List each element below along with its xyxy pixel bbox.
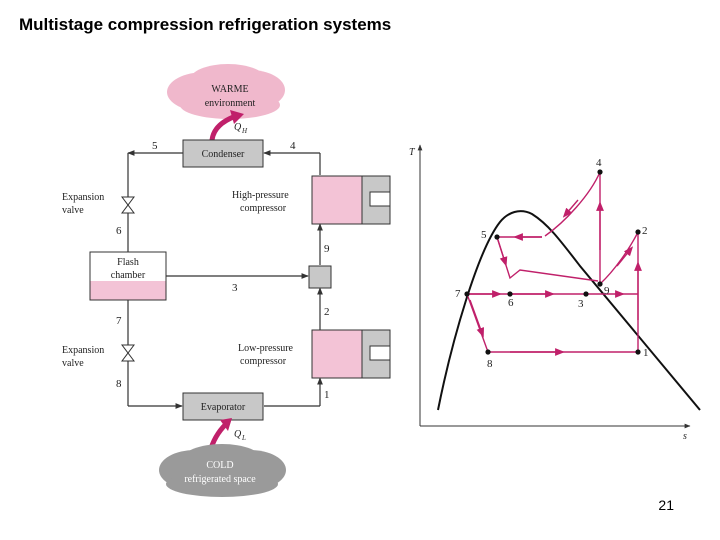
point-4 bbox=[597, 169, 603, 175]
mixing-chamber bbox=[308, 265, 332, 289]
state-5-label: 5 bbox=[152, 140, 158, 152]
point-4-label: 4 bbox=[596, 157, 602, 169]
state-4-label: 4 bbox=[290, 140, 296, 152]
state-6-label: 6 bbox=[116, 225, 122, 237]
state-8-label: 8 bbox=[116, 378, 122, 390]
point-8 bbox=[485, 349, 491, 355]
state-3-label: 3 bbox=[232, 282, 238, 294]
expansion-valve-bottom-label-1: Expansion bbox=[62, 345, 104, 356]
expansion-valve-top-label-1: Expansion bbox=[62, 192, 104, 203]
point-1 bbox=[635, 349, 641, 355]
condenser-label: Condenser bbox=[202, 149, 245, 160]
point-9-label: 9 bbox=[604, 285, 610, 297]
expansion-valve-bottom-label-2: valve bbox=[62, 358, 84, 369]
hp-compressor-label-1: High-pressure bbox=[232, 190, 289, 201]
point-7-label: 7 bbox=[455, 288, 461, 300]
point-6-label: 6 bbox=[508, 297, 514, 309]
cold-space-cloud: COLD refrigerated space bbox=[159, 444, 286, 497]
ql-subscript: L bbox=[241, 434, 246, 442]
point-1-label: 1 bbox=[643, 347, 649, 359]
cold-subtitle: refrigerated space bbox=[184, 474, 256, 485]
warm-environment-cloud: WARME environment bbox=[167, 64, 285, 119]
flash-chamber-label-1: Flash bbox=[117, 257, 139, 268]
qh-subscript: H bbox=[241, 127, 248, 135]
page-number: 21 bbox=[658, 497, 674, 513]
point-8-label: 8 bbox=[487, 358, 493, 370]
state-7-label: 7 bbox=[116, 315, 122, 327]
ts-diagram: T s bbox=[409, 144, 701, 442]
point-2 bbox=[635, 229, 641, 235]
state-points bbox=[464, 169, 641, 355]
state-9-label: 9 bbox=[324, 243, 330, 255]
hp-compressor-label-2: compressor bbox=[240, 203, 287, 214]
point-3-label: 3 bbox=[578, 298, 584, 310]
point-6 bbox=[507, 291, 513, 297]
piping bbox=[127, 150, 323, 409]
evaporator-label: Evaporator bbox=[201, 402, 246, 413]
expansion-valve-top-label-2: valve bbox=[62, 205, 84, 216]
qh-arrowhead bbox=[230, 110, 244, 124]
flash-chamber: Flash chamber bbox=[89, 251, 167, 301]
lp-compressor-label-2: compressor bbox=[240, 356, 287, 367]
condenser bbox=[182, 139, 264, 168]
cycle-lines bbox=[466, 171, 642, 356]
qh-label: Q bbox=[234, 122, 242, 133]
qh-arrow bbox=[209, 113, 237, 141]
lp-compressor-label-1: Low-pressure bbox=[238, 343, 294, 354]
point-7 bbox=[464, 291, 470, 297]
warm-title: WARME bbox=[211, 84, 248, 95]
state-2-label: 2 bbox=[324, 306, 330, 318]
schematic: WARME environment Q H Condenser bbox=[62, 64, 391, 497]
ql-arrowhead bbox=[220, 418, 232, 431]
point-5-label: 5 bbox=[481, 229, 487, 241]
point-9 bbox=[597, 281, 603, 287]
warm-subtitle: environment bbox=[205, 98, 256, 109]
saturation-dome bbox=[437, 210, 701, 411]
point-5 bbox=[494, 234, 500, 240]
point-2-label: 2 bbox=[642, 225, 648, 237]
state-1-label: 1 bbox=[324, 389, 330, 401]
ql-label: Q bbox=[234, 429, 242, 440]
point-3 bbox=[583, 291, 589, 297]
s-axis-label: s bbox=[683, 431, 687, 442]
evaporator bbox=[182, 392, 264, 421]
slide-title: Multistage compression refrigeration sys… bbox=[19, 15, 392, 34]
t-axis-label: T bbox=[409, 147, 416, 158]
high-pressure-compressor: High-pressure compressor bbox=[232, 175, 391, 225]
flash-chamber-label-2: chamber bbox=[111, 270, 146, 281]
expansion-valve-bottom: Expansion valve bbox=[62, 344, 135, 369]
low-pressure-compressor: Low-pressure compressor bbox=[238, 329, 391, 379]
cold-title: COLD bbox=[206, 460, 233, 471]
expansion-valve-top: Expansion valve bbox=[62, 192, 135, 216]
